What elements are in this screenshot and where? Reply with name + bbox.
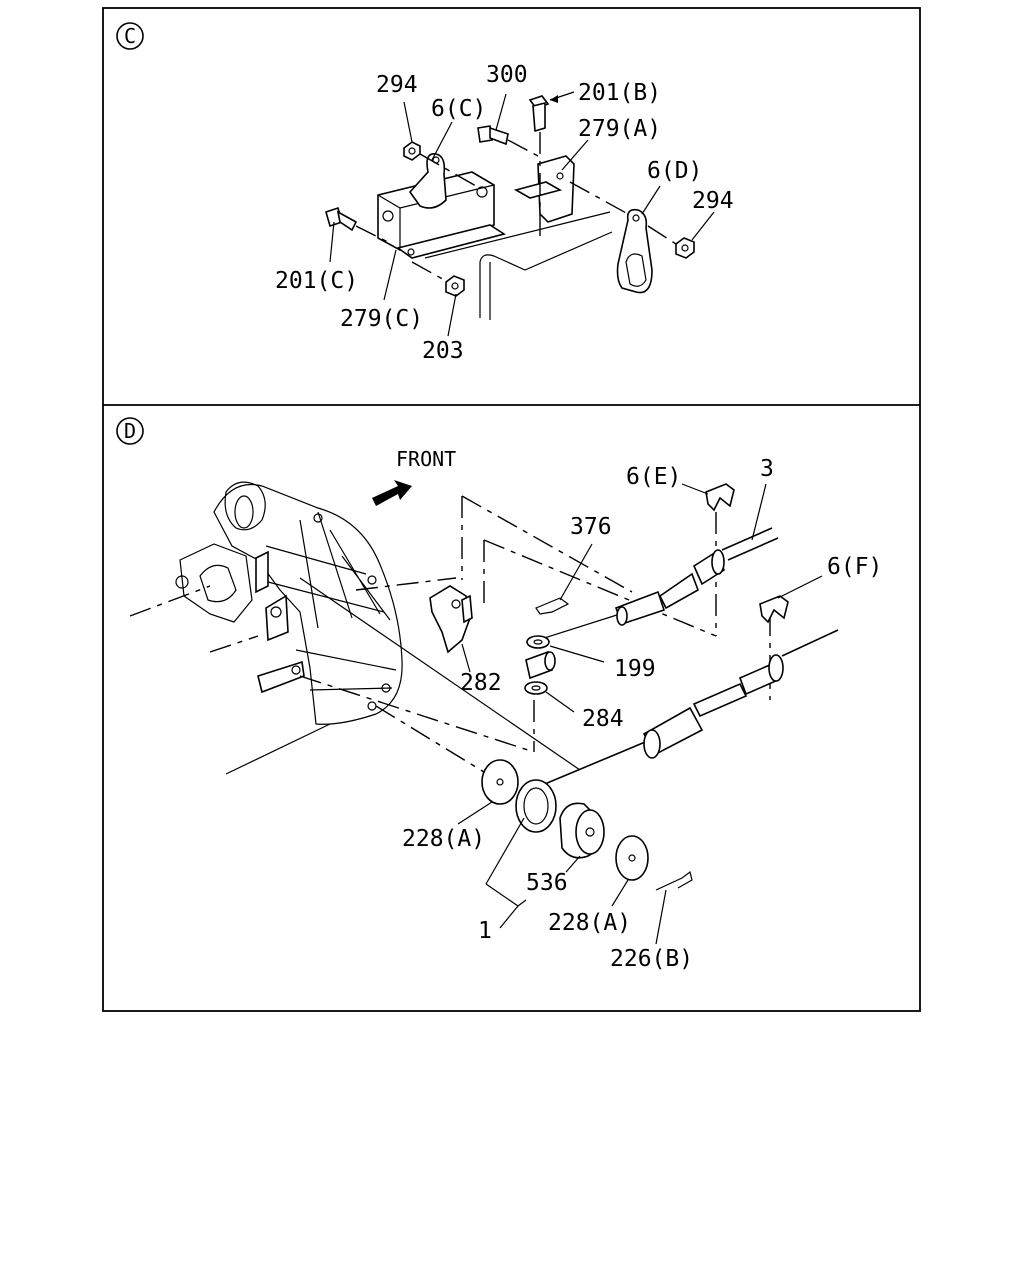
- cable-assembly-1: [539, 629, 839, 787]
- label-226b: 226(B): [610, 946, 693, 972]
- label-6d: 6(D): [647, 158, 702, 184]
- label-1: 1: [478, 918, 492, 944]
- clip-6c: [408, 153, 447, 209]
- washer-228a-left: [481, 759, 519, 805]
- bracket-279c: [377, 171, 506, 259]
- clip-376: [535, 597, 570, 615]
- label-284: 284: [582, 706, 624, 732]
- clip-6f: [759, 595, 789, 624]
- label-228a-left: 228(A): [402, 826, 485, 852]
- pin-226b: [655, 870, 693, 891]
- panel-c: C: [116, 22, 734, 364]
- label-300: 300: [486, 62, 528, 88]
- label-282: 282: [460, 670, 502, 696]
- label-201b: 201(B): [578, 80, 661, 106]
- label-536: 536: [526, 870, 568, 896]
- front-label: FRONT: [396, 447, 456, 471]
- frame-rail: [424, 211, 613, 320]
- panel-d-leaders: [457, 483, 823, 945]
- panel-d-marker: D: [124, 419, 136, 443]
- panel-d: D FRONT: [116, 417, 882, 972]
- label-279c: 279(C): [340, 306, 423, 332]
- bolt-201b: [528, 95, 550, 240]
- bolt-201c: [325, 206, 393, 245]
- label-199: 199: [614, 656, 656, 682]
- panel-c-marker: C: [124, 24, 136, 48]
- label-228a-right: 228(A): [548, 910, 631, 936]
- panel-c-marker-circle: [116, 22, 144, 50]
- diagram-frame: [102, 7, 921, 1012]
- panel-c-leaders: [329, 91, 715, 337]
- label-6e: 6(E): [626, 464, 681, 490]
- bracket-279a: [513, 155, 575, 223]
- kit-1-bracket: [485, 883, 527, 929]
- nut-294-right: [647, 225, 695, 259]
- washer-284: [524, 681, 548, 695]
- clip-6e: [705, 483, 735, 512]
- label-6f: 6(F): [827, 554, 882, 580]
- grommet-536: [515, 779, 605, 859]
- bushing-199: [525, 650, 556, 680]
- panel-d-marker-circle: [116, 417, 144, 445]
- label-201c: 201(C): [275, 268, 358, 294]
- lever-282: [429, 585, 473, 654]
- panel-d-guides: [299, 495, 771, 773]
- label-376: 376: [570, 514, 612, 540]
- bolt-300: [477, 125, 539, 157]
- washer-199: [526, 635, 550, 649]
- cable-3: [537, 527, 779, 641]
- clip-6d: [569, 181, 653, 294]
- nut-203: [411, 261, 465, 297]
- label-3: 3: [760, 456, 774, 482]
- label-279a: 279(A): [578, 116, 661, 142]
- washer-228a-right: [615, 835, 649, 881]
- front-arrow-icon: [372, 480, 412, 506]
- transmission-housing: [129, 481, 403, 775]
- label-294-right: 294: [692, 188, 734, 214]
- label-6c: 6(C): [431, 96, 486, 122]
- label-294-left: 294: [376, 72, 418, 98]
- label-203: 203: [422, 338, 464, 364]
